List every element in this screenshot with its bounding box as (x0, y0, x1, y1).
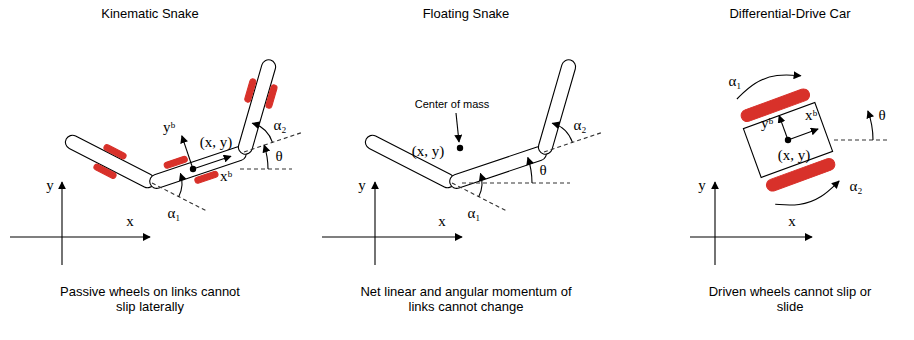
panel-title: Differential-Drive Car (729, 7, 850, 22)
point-label: (x, y) (778, 147, 811, 164)
angle-arc (264, 145, 268, 169)
y-axis (714, 182, 715, 265)
snake-link (363, 133, 457, 190)
angle-label: α₁ (167, 205, 180, 222)
body-axis (193, 156, 231, 169)
callout-label: Center of mass (415, 98, 490, 111)
frame-label: xᵇ (805, 107, 817, 124)
wheel-rotation-arrow (737, 75, 801, 99)
leader-arrow (456, 113, 459, 142)
reference-line (244, 133, 301, 152)
frame-label: yᵇ (163, 119, 175, 136)
panel-title: Kinematic Snake (101, 7, 199, 22)
caption: Net linear and angular momentum of links… (359, 285, 574, 315)
passive-wheel (93, 163, 117, 179)
reference-line (462, 182, 570, 183)
body-origin (190, 166, 196, 172)
snake-link (237, 58, 278, 156)
angle-label: θ (275, 148, 282, 165)
frame-label: yᵇ (761, 115, 773, 132)
axis-label: x (788, 213, 796, 230)
snake-link (63, 133, 157, 190)
y-axis (61, 182, 62, 265)
axis-label: x (438, 213, 446, 230)
axis-label: y (46, 177, 54, 194)
body-axis (182, 136, 193, 169)
passive-wheel (265, 84, 277, 109)
angle-arc (552, 123, 572, 142)
x-axis (10, 236, 150, 237)
angle-label: α₂ (849, 178, 862, 195)
angle-label: θ (539, 162, 546, 179)
caption: Passive wheels on links cannot slip late… (58, 285, 243, 315)
body-axis (788, 129, 818, 140)
angle-label: α₂ (273, 117, 286, 134)
angle-arc (179, 173, 182, 196)
snake-link (148, 145, 248, 191)
angle-label: α₂ (573, 117, 586, 134)
angle-arc (479, 173, 482, 196)
driven-wheel (739, 87, 811, 123)
x-axis (690, 236, 812, 237)
body-axis (779, 116, 788, 140)
passive-wheel (163, 156, 188, 169)
caption: Driven wheels cannot slip or slide (705, 285, 875, 315)
y-axis (374, 182, 375, 265)
body-origin (785, 137, 791, 143)
passive-wheel (103, 144, 127, 160)
angle-label: θ (878, 107, 885, 124)
frame-label: xᵇ (220, 168, 232, 185)
angle-label: α₁ (728, 73, 741, 90)
panel-title: Floating Snake (423, 7, 510, 22)
reference-line (834, 139, 890, 140)
point-label: (x, y) (200, 134, 233, 151)
angle-arc (252, 123, 272, 142)
angle-arc (868, 111, 873, 140)
wheel-rotation-arrow (775, 181, 839, 205)
reference-line (240, 168, 292, 169)
axis-label: y (698, 177, 706, 194)
passive-wheel (194, 171, 219, 184)
x-axis (322, 236, 462, 237)
axis-label: x (126, 213, 134, 230)
angle-arc (528, 157, 532, 183)
car (738, 87, 839, 194)
center-of-mass-dot (457, 145, 463, 151)
passive-wheel (244, 78, 256, 103)
snake-link (537, 58, 578, 156)
angle-label: α₁ (467, 205, 480, 222)
point-label: (x, y) (412, 143, 445, 160)
reference-line (544, 133, 601, 152)
axis-label: y (358, 177, 366, 194)
